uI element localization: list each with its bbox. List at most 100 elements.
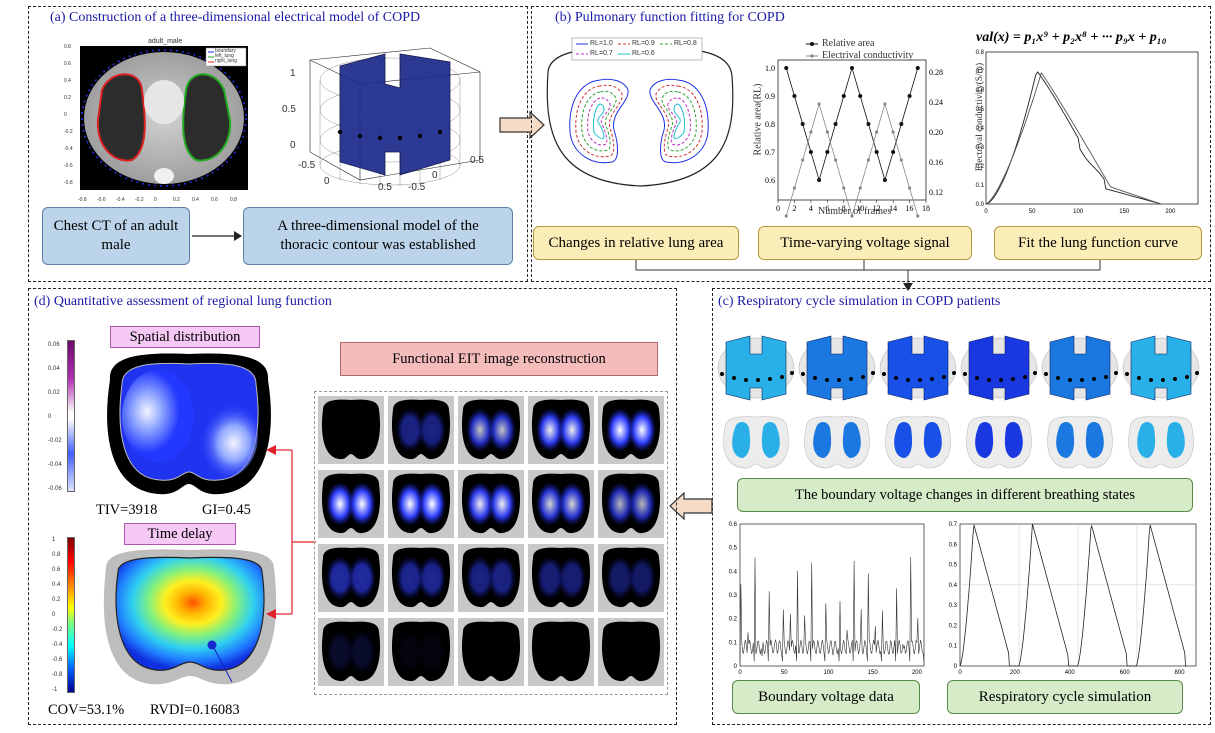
- ct-x-tick: 0: [154, 197, 157, 203]
- ts-x-tick-label: 8: [842, 204, 846, 213]
- rc-series-line: [959, 523, 1188, 667]
- ts-y-right-tick-label: 0.16: [929, 158, 943, 167]
- spatial-colorbar-tick: 0.04: [48, 366, 60, 372]
- ts-x-tick-label: 12: [873, 204, 881, 213]
- bv-x-tick-label: 0: [738, 670, 742, 676]
- rc-y-tick-label: 0.6: [949, 542, 958, 548]
- ts-conductivity-point: [792, 186, 797, 190]
- arrow-c-to-d: [669, 492, 713, 520]
- boundary-voltage-changes-box: The boundary voltage changes in differen…: [737, 478, 1193, 512]
- chest-ct-box: Chest CT of an adult male: [42, 207, 190, 265]
- fit-axes-frame: [985, 51, 1199, 205]
- bv-y-tick-label: 0.5: [729, 546, 738, 552]
- ct-x-tick: -0.6: [97, 197, 106, 203]
- fit-polynomial-curve: [985, 71, 1171, 205]
- panel-b: [531, 6, 1211, 282]
- contour-legend-rl08: RL=0.8: [674, 40, 697, 47]
- ct-legend-left-lung: left_lung: [215, 53, 234, 59]
- rc-y-tick-label: 0.2: [949, 623, 958, 629]
- ct-y-tick: 0.2: [64, 95, 71, 101]
- ct-x-tick: -0.8: [78, 197, 87, 203]
- ts-x-tick-label: 18: [922, 204, 930, 213]
- contour-legend-rl06: RL=0.6: [632, 50, 655, 57]
- respiratory-slice-frame: [721, 414, 791, 475]
- ts-conductivity-point: [916, 214, 920, 218]
- ts-conductivity-point: [858, 186, 862, 190]
- panel-d-title: (d) Quantitative assessment of regional …: [34, 294, 332, 309]
- connector-b-to-c: [635, 260, 1101, 291]
- eit-frame: [458, 470, 524, 543]
- eit-frame: [318, 618, 384, 691]
- ct-y-tick: -0.2: [64, 129, 73, 135]
- ts-y-left-tick-label: 0.9: [765, 92, 775, 101]
- tiv-value: TIV=3918: [96, 502, 158, 518]
- lung-contour-plot: [540, 32, 738, 192]
- eit-frame: [318, 396, 384, 469]
- contour-legend-rl09: RL=0.9: [632, 40, 655, 47]
- ts-y-left-tick-label: 0.8: [765, 120, 775, 129]
- fit-y-tick-label: 0.6: [976, 88, 985, 94]
- ts-relative-area-point: [915, 66, 920, 70]
- fit-x-tick-label: 200: [1165, 209, 1176, 215]
- ts-x-label: Number of frames: [818, 206, 892, 217]
- ts-relative-area-point: [891, 150, 896, 154]
- ts-conductivity-point: [817, 102, 821, 106]
- spatial-distribution-image: [100, 350, 278, 498]
- ts-relative-area-point: [800, 122, 805, 126]
- ts-y-left-tick-label: 0.7: [765, 148, 775, 157]
- ts-conductivity-line: [785, 102, 919, 218]
- time-delay-label: Time delay: [124, 523, 236, 545]
- time-delay-colorbar-tick: 0.8: [52, 552, 61, 558]
- ts-conductivity-point: [875, 130, 879, 134]
- rc-y-tick-label: 0.7: [949, 522, 958, 528]
- ts-relative-area-point: [882, 178, 887, 182]
- eit-frame: [458, 544, 524, 617]
- ts-relative-area-point: [841, 94, 846, 98]
- fit-measured-curve: [985, 71, 1171, 205]
- panel-b-title: (b) Pulmonary function fitting for COPD: [555, 10, 785, 25]
- fit-x-tick-label: 50: [1029, 209, 1036, 215]
- eit-frame: [458, 396, 524, 469]
- model-y-tick-neg: -0.5: [408, 182, 426, 193]
- time-delay-colorbar-tick: -0.6: [52, 657, 63, 663]
- ts-conductivity-point: [907, 186, 912, 190]
- eit-frame: [388, 396, 454, 469]
- ts-legend-marker-area: [810, 42, 814, 46]
- ts-y-right-tick-label: 0.12: [929, 188, 943, 197]
- bv-y-tick-label: 0: [734, 664, 738, 670]
- arrow-a-to-b: [499, 110, 545, 140]
- time-delay-colorbar-tick: 0: [52, 612, 56, 618]
- fit-y-tick-label: 0.7: [976, 69, 985, 75]
- ts-x-tick-label: 2: [792, 204, 796, 213]
- ts-relative-area-point: [784, 66, 789, 70]
- respiratory-cycle-simulation-box: Respiratory cycle simulation: [947, 680, 1183, 714]
- fit-formula: val(x) = p₁x⁹ + p₂x⁸ + ··· p₉x + p₁₀: [976, 30, 1167, 45]
- bv-y-tick-label: 0.4: [729, 569, 738, 575]
- model-y-tick-0: 0: [432, 170, 438, 181]
- time-delay-colorbar-tick: -0.8: [52, 672, 63, 678]
- arrow-ct-to-model: [192, 231, 242, 241]
- rc-x-tick-label: 400: [1065, 670, 1076, 676]
- model-z-tick-1: 1: [290, 68, 296, 79]
- spatial-colorbar-tick: 0: [48, 414, 52, 420]
- ts-legend-conductivity: Electrival conductivity: [822, 50, 914, 61]
- ts-relative-area-point: [907, 94, 912, 98]
- spatial-distribution-label: Spatial distribution: [110, 326, 260, 348]
- bv-y-tick-label: 0.2: [729, 617, 738, 623]
- eit-frame: [318, 470, 384, 543]
- respiratory-cylinder-frame: [716, 332, 796, 409]
- ts-relative-area-line: [785, 66, 919, 182]
- time-delay-colorbar-tick: -0.2: [52, 627, 63, 633]
- ct-x-tick: 0.6: [211, 197, 218, 203]
- eit-frame: [598, 618, 664, 691]
- relative-lung-area-box: Changes in relative lung area: [533, 226, 739, 260]
- eit-frame: [528, 396, 594, 469]
- bv-x-tick-label: 100: [823, 670, 834, 676]
- ct-y-tick: -0.4: [64, 146, 73, 152]
- ts-conductivity-point: [784, 214, 788, 218]
- thoracic-3d-model: [290, 40, 490, 190]
- ct-x-tick: 0.4: [192, 197, 199, 203]
- ct-y-tick: 0.6: [64, 61, 71, 67]
